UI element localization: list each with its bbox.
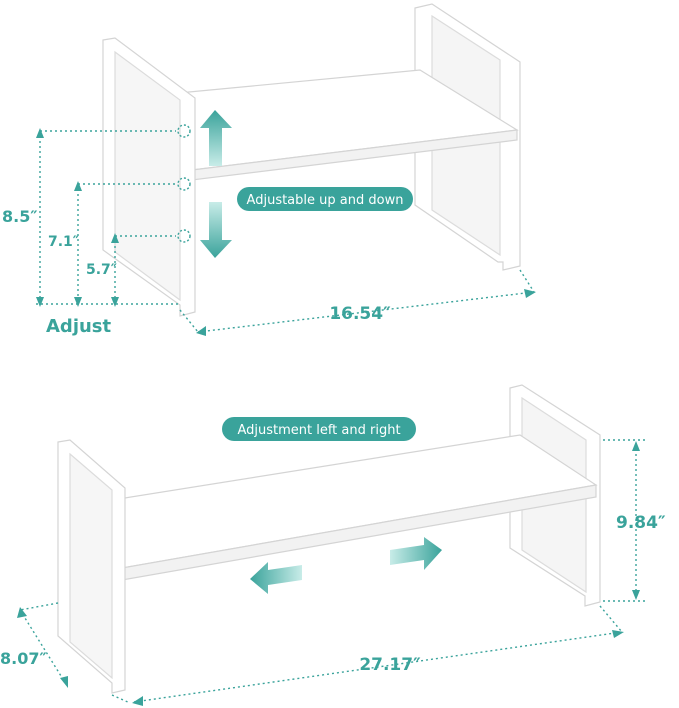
bottom-rack: [57, 384, 601, 694]
bottom-height-label: 9.84″: [616, 513, 666, 533]
bottom-reference-lines: [19, 439, 645, 704]
adjust-hole-icon: [177, 229, 191, 243]
top-width-label: 16.54″: [329, 304, 391, 324]
height-max-label: 8.5″: [2, 207, 38, 226]
top-dimension-arrowheads: [36, 128, 536, 336]
adjustable-up-down-label: Adjustable up and down: [237, 187, 413, 211]
adjust-hole-icon: [177, 124, 191, 138]
height-min-label: 5.7″: [86, 262, 117, 278]
arrow-down-icon: [200, 202, 232, 258]
adjust-hole-markers: [177, 124, 191, 243]
bottom-dimension-arrowheads: [17, 441, 640, 706]
arrow-left-icon: [250, 562, 302, 594]
adjust-hole-icon: [177, 177, 191, 191]
arrow-right-icon: [390, 537, 442, 570]
height-mid-label: 7.1″: [48, 234, 79, 250]
arrow-up-icon: [200, 110, 232, 166]
adjustable-up-down-text: Adjustable up and down: [247, 193, 404, 208]
top-rack: [102, 3, 521, 317]
bottom-width-label: 27.17″: [359, 655, 421, 675]
adjustment-left-right-text: Adjustment left and right: [237, 423, 400, 438]
adjust-label: Adjust: [46, 316, 112, 337]
adjustment-left-right-label: Adjustment left and right: [222, 417, 416, 441]
bottom-depth-label: 8.07″: [0, 649, 47, 668]
top-reference-lines: [36, 130, 535, 333]
